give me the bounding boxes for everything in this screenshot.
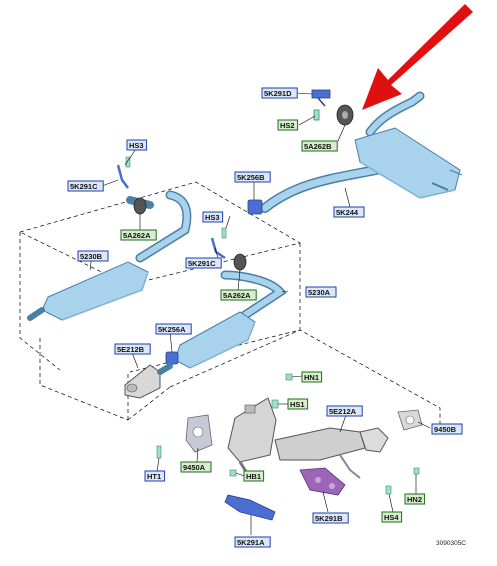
center-muffler-5230a: [174, 253, 287, 369]
part-label-text: 5A262A: [223, 291, 251, 300]
part-label-5k256b: 5K256B: [234, 171, 271, 183]
part-label-text: 9450B: [434, 425, 457, 434]
assembly-outline: [19, 181, 441, 425]
part-label-text: HN2: [407, 495, 422, 504]
part-label-text: 9450A: [183, 463, 206, 472]
part-label-text: 5K256B: [237, 173, 265, 182]
part-label-text: HS2: [280, 121, 295, 130]
hanger-5k291c-mid: [210, 227, 227, 260]
gasket-9450a: [185, 414, 213, 453]
clamp-5k256a: [165, 351, 179, 365]
fasteners: [156, 373, 420, 495]
part-label-text: HS3: [129, 141, 144, 150]
red-arrow-icon: [362, 4, 473, 110]
part-label-5230a: 5230A: [305, 286, 337, 298]
rear-muffler-5k244: [260, 91, 463, 213]
part-label-hs2: HS2: [277, 119, 299, 131]
hanger-5k291c-top: [116, 156, 131, 189]
bracket-5k291b: [299, 467, 346, 496]
part-label-hs4: HS4: [381, 511, 403, 523]
part-label-5a262a-top: 5A262A: [120, 229, 157, 241]
part-label-text: 5K291D: [264, 89, 292, 98]
front-catalyst-5e212a: [227, 397, 389, 479]
part-label-5k291c-top: 5K291C: [67, 180, 104, 192]
part-label-5230b: 5230B: [77, 250, 109, 262]
part-label-text: 5E212A: [329, 407, 357, 416]
part-label-text: 5K291C: [188, 259, 216, 268]
part-label-text: 5A262B: [304, 142, 332, 151]
hanger-5k291d: [311, 89, 354, 126]
part-label-9450a: 9450A: [180, 461, 212, 473]
part-label-ht1: HT1: [144, 470, 166, 482]
part-label-text: 5230B: [80, 252, 103, 261]
part-label-text: 5230A: [308, 288, 331, 297]
part-label-text: HB1: [246, 472, 261, 481]
part-label-text: 5A262A: [123, 231, 151, 240]
part-label-text: 5K244: [336, 208, 359, 217]
part-label-hn2: HN2: [404, 493, 426, 505]
part-label-9450b: 9450B: [431, 423, 463, 435]
part-labels: 5K291D HS2 5A262B HS3 5K291C 5A262A 5K256B 5K24…: [67, 87, 463, 548]
part-label-5k291b: 5K291B: [312, 512, 349, 524]
gasket-9450b: [397, 409, 423, 431]
center-muffler-5230b: [27, 190, 192, 321]
part-label-5a262a-mid: 5A262A: [220, 289, 257, 301]
part-label-5k256a: 5K256A: [155, 323, 192, 335]
part-label-hs3-top: HS3: [126, 139, 148, 151]
leader-lines: [89, 92, 431, 535]
part-label-text: HS1: [290, 400, 305, 409]
part-label-text: HN1: [304, 373, 319, 382]
part-label-5k291d: 5K291D: [261, 87, 298, 99]
part-label-text: HT1: [147, 472, 161, 481]
part-label-5k244: 5K244: [333, 206, 365, 218]
part-label-5k291c-mid: 5K291C: [185, 257, 222, 269]
part-label-text: 5K291A: [237, 538, 265, 547]
part-label-text: HS3: [205, 213, 220, 222]
part-label-5k291a: 5K291A: [234, 536, 271, 548]
document-id: 3090305C: [436, 540, 466, 547]
part-label-5e212b: 5E212B: [114, 343, 151, 355]
part-label-text: 5E212B: [117, 345, 145, 354]
clamp-5k256b: [247, 199, 263, 215]
part-label-text: 5K291C: [70, 182, 98, 191]
part-label-hb1: HB1: [243, 470, 265, 482]
part-label-text: 5K291B: [315, 514, 343, 523]
part-label-hs1: HS1: [287, 398, 309, 410]
part-label-5a262b: 5A262B: [301, 140, 338, 152]
part-label-text: 5K256A: [158, 325, 186, 334]
catalyst-5e212b: [124, 363, 173, 399]
part-label-hs3-mid: HS3: [202, 211, 224, 223]
bracket-5k291a: [224, 494, 276, 521]
part-label-text: HS4: [384, 513, 399, 522]
part-label-5e212a: 5E212A: [326, 405, 363, 417]
part-label-hn1: HN1: [301, 371, 323, 383]
